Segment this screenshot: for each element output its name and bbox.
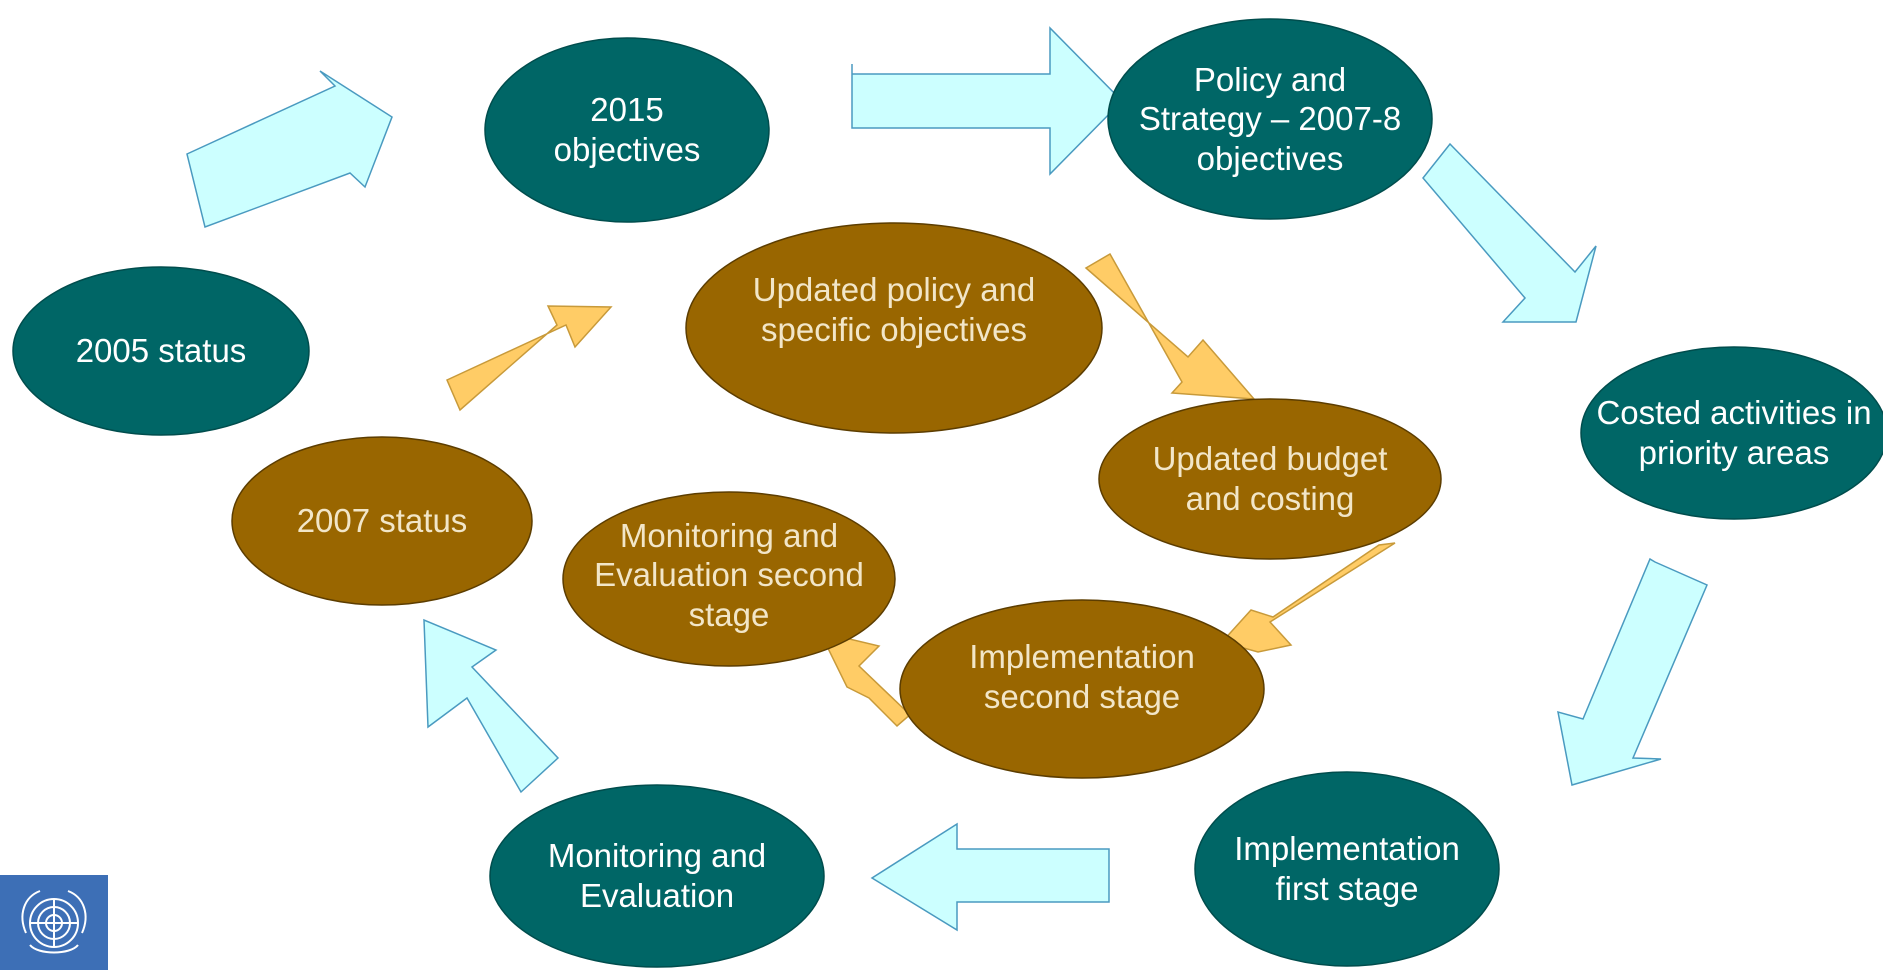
label-2015-objectives: 2015 objectives — [553, 91, 701, 168]
arrow-impl1-to-me — [870, 822, 1110, 932]
label-2005-status: 2005 status — [75, 332, 247, 370]
node-policy-strategy — [1107, 18, 1433, 220]
label-updated-budget: Updated budget and costing — [1152, 440, 1388, 517]
label-monitoring-second: Monitoring and Evaluation second stage — [594, 516, 864, 633]
arrow-2007-to-updated-policy — [446, 305, 613, 412]
label-updated-policy: Updated policy and specific objectives — [752, 271, 1036, 348]
node-monitoring-evaluation — [489, 784, 825, 968]
arrow-2015-to-policy — [851, 26, 1124, 176]
node-updated-policy — [685, 222, 1103, 434]
node-monitoring-second — [562, 491, 896, 667]
label-policy-strategy: Policy and Strategy – 2007-8 objectives — [1138, 60, 1402, 177]
arrow-policy-to-costed — [1422, 142, 1597, 323]
arrow-me-to-2007 — [423, 618, 560, 794]
node-implementation-second — [899, 599, 1265, 779]
node-2007-status — [231, 436, 533, 606]
node-implementation-first — [1194, 771, 1500, 967]
arrow-updated-policy-to-budget — [1084, 252, 1256, 400]
arrow-costed-to-impl1 — [1557, 557, 1708, 786]
node-2015-objectives — [484, 37, 770, 223]
node-2005-status — [12, 266, 310, 436]
label-2007-status: 2007 status — [296, 502, 468, 540]
label-costed-activities: Costed activities in priority areas — [1596, 394, 1872, 471]
label-implementation-first: Implementation first stage — [1234, 830, 1460, 907]
un-emblem-icon — [0, 875, 108, 970]
label-monitoring-evaluation: Monitoring and Evaluation — [547, 837, 767, 914]
node-updated-budget — [1098, 398, 1442, 560]
node-costed-activities — [1580, 346, 1883, 520]
label-implementation-second: Implementation second stage — [969, 638, 1195, 715]
arrow-2005-to-2015 — [186, 70, 393, 228]
